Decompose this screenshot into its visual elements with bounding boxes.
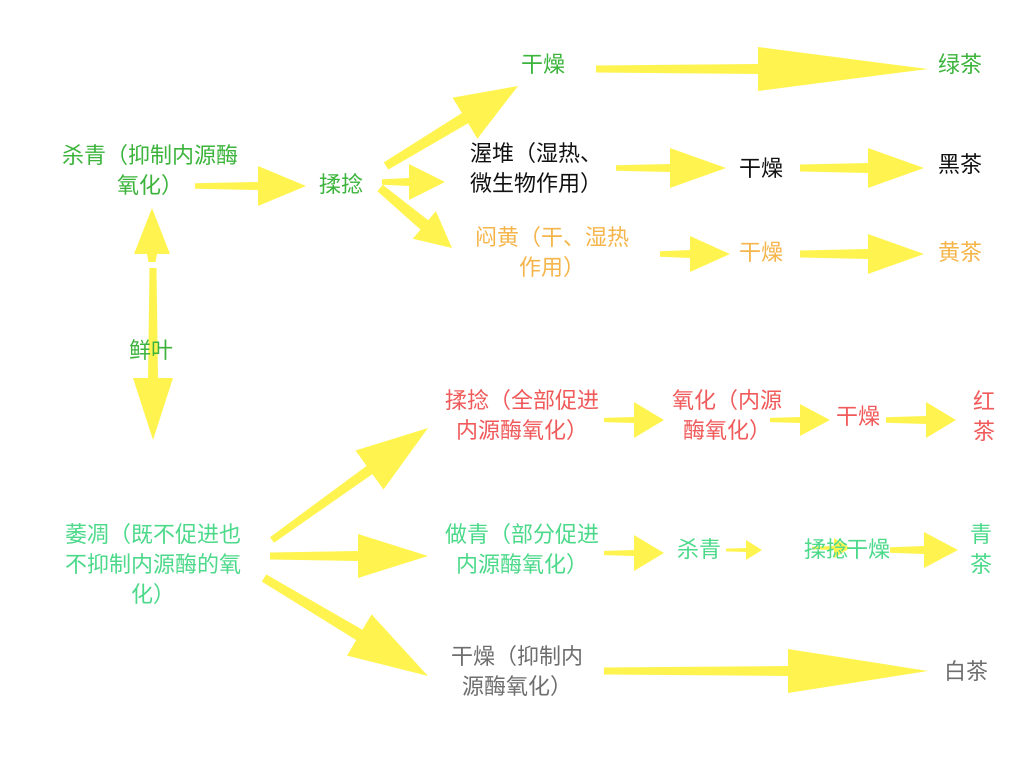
- flow-arrow: [195, 166, 306, 206]
- node-menhuang: 闷黄（干、湿热 作用）: [474, 226, 630, 281]
- node-ganzao-white: 干燥（抑制内 源酶氧化）: [450, 645, 584, 700]
- node-shaqing: 杀青（抑制内源酶 氧化）: [61, 144, 239, 199]
- flow-arrow: [616, 148, 726, 188]
- node-weidiao: 萎凋（既不促进也 不抑制内源酶的氧 化）: [64, 523, 242, 608]
- node-heicha: 黑茶: [937, 153, 983, 178]
- flow-arrow: [596, 47, 928, 91]
- node-ganzao-green: 干燥: [520, 53, 566, 78]
- flow-arrow: [383, 86, 518, 170]
- node-rounian-qing: 揉捻: [803, 538, 849, 563]
- node-huangcha: 黄茶: [937, 241, 983, 266]
- flow-arrow: [261, 574, 428, 676]
- node-ganzao-black: 干燥: [738, 157, 784, 182]
- node-yanghua-red: 氧化（内源 酶氧化）: [671, 389, 783, 444]
- flow-arrow: [604, 649, 928, 693]
- node-wodui: 渥堆（湿热、 微生物作用）: [469, 142, 603, 197]
- flow-arrow: [660, 236, 730, 272]
- node-rounian-red: 揉捻（全部促进 内源酶氧化）: [444, 389, 600, 444]
- flow-arrow: [133, 268, 173, 440]
- flow-arrow: [604, 535, 664, 571]
- flow-arrow: [726, 540, 762, 560]
- node-rounian: 揉捻: [318, 173, 364, 198]
- flow-arrow: [890, 532, 958, 568]
- node-zuoqing: 做青（部分促进 内源酶氧化）: [444, 523, 600, 578]
- flow-arrow: [270, 428, 428, 543]
- node-lvcha: 绿茶: [937, 53, 983, 78]
- node-ganzao-yellow: 干燥: [738, 241, 784, 266]
- flow-arrow: [770, 404, 830, 436]
- flow-arrow: [134, 208, 170, 262]
- flow-arrow: [812, 538, 850, 558]
- flow-arrow: [382, 164, 445, 200]
- node-ganzao-qing: 干燥: [845, 538, 891, 563]
- node-shaqing2: 杀青: [676, 538, 722, 563]
- node-baicha: 白茶: [943, 660, 989, 685]
- flow-arrow: [800, 148, 924, 188]
- flow-arrow: [886, 402, 956, 438]
- node-qingcha: 青茶: [969, 523, 992, 578]
- node-hongcha: 红茶: [972, 390, 995, 445]
- flow-arrow: [270, 534, 428, 578]
- flow-arrow: [377, 184, 452, 248]
- node-xianye: 鲜叶: [128, 339, 174, 364]
- flow-arrow: [800, 234, 924, 274]
- flow-arrow: [604, 402, 664, 438]
- node-ganzao-red: 干燥: [835, 405, 881, 430]
